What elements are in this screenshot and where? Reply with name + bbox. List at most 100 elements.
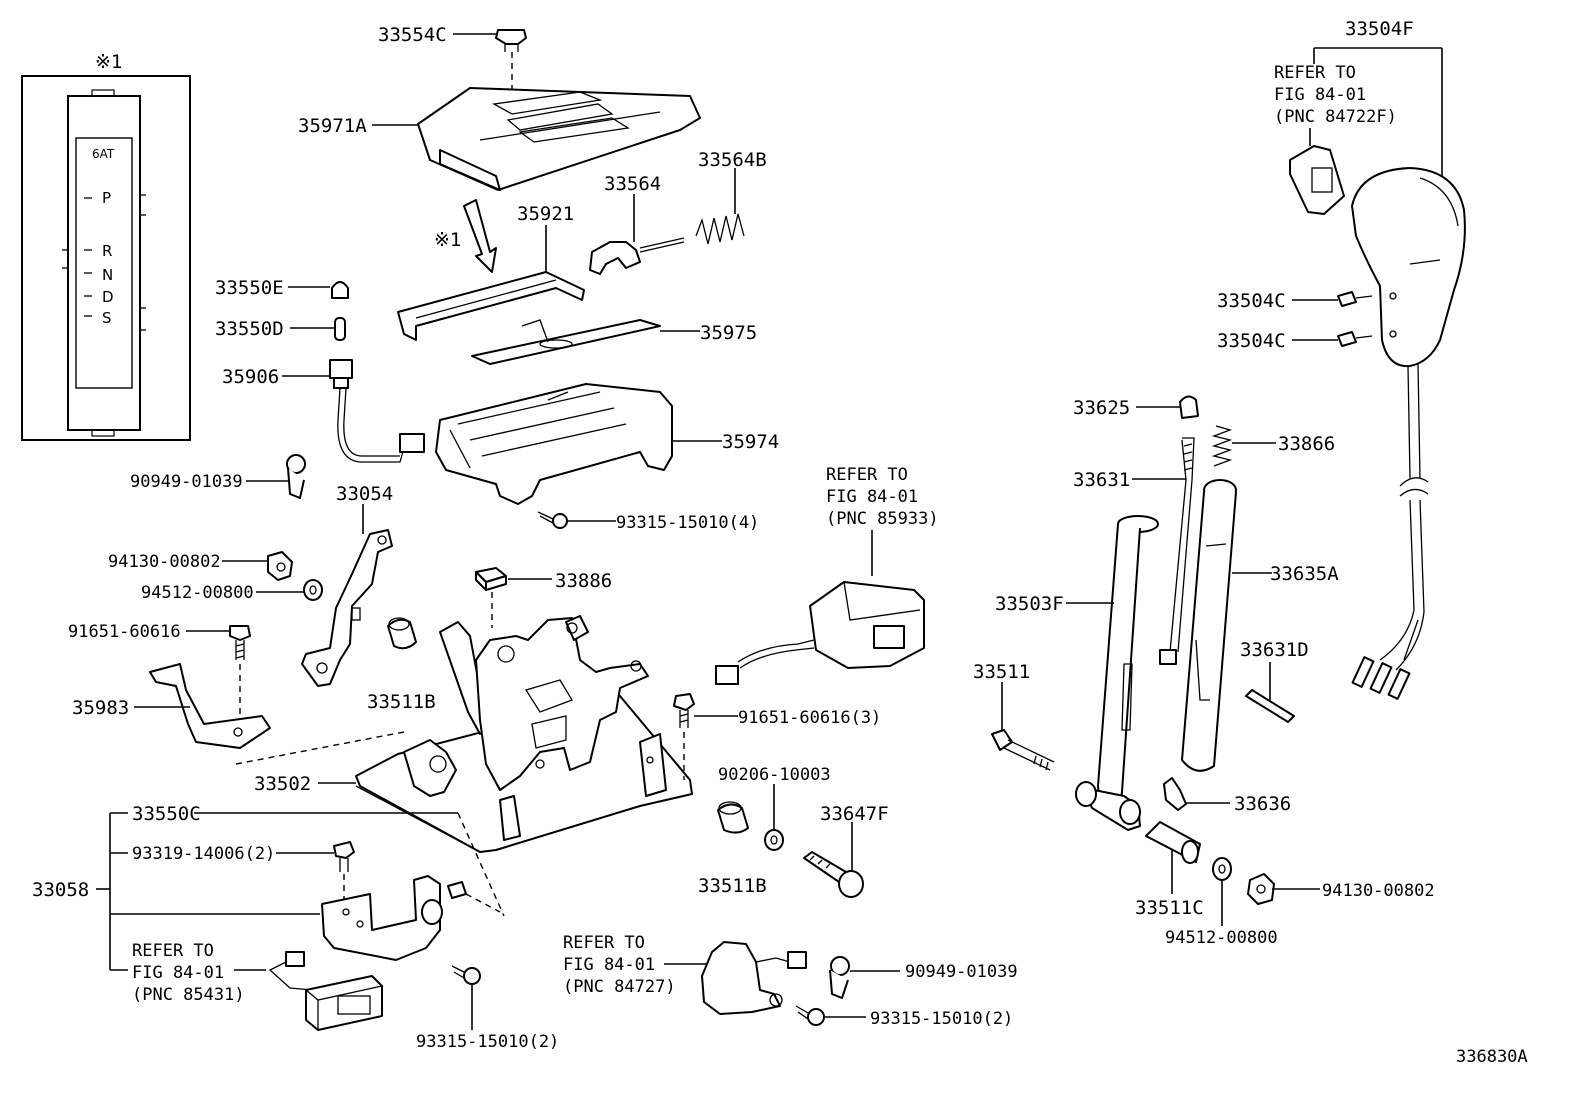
label-33554c: 33554C [378,24,447,46]
part-33503f-lever [1075,515,1159,831]
label-93315-2b: 93315-15010(2) [870,1009,1013,1029]
part-33636-clip [1163,777,1187,811]
label-35975: 35975 [700,322,757,344]
label-94130-left: 94130-00802 [108,552,221,572]
label-90949-bot: 90949-01039 [905,962,1018,982]
label-33886: 33886 [555,570,612,592]
ref-84727-line1: REFER TO [563,933,645,953]
label-33502: 33502 [254,773,311,795]
label-90206: 90206-10003 [718,765,831,785]
ref-85431-line1: REFER TO [132,941,214,961]
label-33550d: 33550D [215,318,284,340]
ref-85933-line3: (PNC 85933) [826,509,939,529]
label-33550e: 33550E [215,277,284,299]
part-35974-housing [435,383,673,505]
ref-85933-line2: FIG 84-01 [826,487,918,507]
part-ref-85933-unit [715,581,925,685]
label-33564b: 33564B [698,149,767,171]
ref-84727-line3: (PNC 84727) [563,977,676,997]
part-94512-washer-right [1212,857,1232,881]
inset-marker: ※1 [95,51,122,73]
label-33866: 33866 [1278,433,1335,455]
part-33886-block [475,567,507,628]
ref-85933-line1: REFER TO [826,465,908,485]
label-91651-left: 91651-60616 [68,622,181,642]
part-35975-slider [471,319,661,365]
inset-arrow [463,199,497,273]
part-91651-bolt-left [229,625,251,726]
part-33054-bracket [301,529,393,687]
part-33511c-collar [1145,821,1201,864]
label-35983: 35983 [72,697,129,719]
part-35971a-cover [417,87,701,191]
part-90206-washer [764,829,784,851]
ref-85431-line3: (PNC 85431) [132,985,245,1005]
part-35921-plate [397,225,585,341]
part-33511b-bushing-a [387,617,417,650]
label-33636: 33636 [1234,793,1291,815]
ref-84722f-line3: (PNC 84722F) [1274,107,1397,127]
part-33504c-screw-b [1337,331,1373,347]
gate-pos-n: N [102,266,113,284]
figure-id: 336830A [1456,1047,1528,1067]
label-33550c: 33550C [132,803,201,825]
ref-84722f-line2: FIG 84-01 [1274,85,1366,105]
part-33504f-knob [1351,167,1466,700]
gate-pos-p: P [102,189,111,207]
part-93319-screw [333,841,355,900]
part-93315-screw-c [795,1005,825,1026]
ref-84722f-line1: REFER TO [1274,63,1356,83]
label-33511: 33511 [973,661,1030,683]
part-94130-nut-left [267,551,293,581]
part-33625-cap [1179,395,1199,419]
label-33631d: 33631D [1240,639,1309,661]
ref-84727-line2: FIG 84-01 [563,955,655,975]
part-35906-socket [329,359,425,463]
part-33647f-pin [803,851,864,898]
part-33554c-clip [495,29,527,100]
label-94512-left: 94512-00800 [141,583,254,603]
gate-pos-s: S [102,309,112,327]
label-35971a: 35971A [298,115,367,137]
part-33635a-tube [1181,479,1237,772]
part-33502-base [355,615,693,853]
part-ref-85431-solenoid [268,951,383,1031]
part-33550d-bulb [334,317,346,341]
part-94130-nut-right [1247,873,1275,905]
part-35983-bracket [149,663,271,749]
label-33503f: 33503F [995,593,1064,615]
label-33647f: 33647F [820,803,889,825]
label-33058: 33058 [32,879,89,901]
label-94512-right: 94512-00800 [1165,928,1278,948]
label-90949-top: 90949-01039 [130,472,243,492]
ref-85431-line2: FIG 84-01 [132,963,224,983]
label-35974: 35974 [722,431,779,453]
label-33511c: 33511C [1135,897,1204,919]
label-33564: 33564 [604,173,661,195]
part-33564-pin [589,237,685,275]
part-93315-screw-b [451,965,481,985]
part-33866-spring [1211,425,1233,467]
gate-title: 6AT [92,147,115,161]
inset-panel: ※1 6AT P R N D S [21,51,191,441]
label-33504c-b: 33504C [1217,330,1286,352]
part-33550e-bulb [331,281,349,299]
part-ref-84722f-switch [1289,145,1345,215]
label-35906: 35906 [222,366,279,388]
part-33511-bolt [991,729,1055,771]
label-33511b-b: 33511B [698,875,767,897]
part-33058-solenoid-bracket [321,875,501,961]
part-90949-clamp-top [286,454,306,499]
part-ref-84727-unit [701,941,807,1015]
label-33054: 33054 [336,483,393,505]
label-93315-2a: 93315-15010(2) [416,1032,559,1052]
label-94130-right: 94130-00802 [1322,881,1435,901]
part-90949-clamp-bot [829,956,850,999]
arrow-marker: ※1 [434,229,461,251]
gate-pos-r: R [102,242,112,260]
part-93315-screw-a [537,511,568,529]
label-93315-4: 93315-15010(4) [616,513,759,533]
label-33631: 33631 [1073,469,1130,491]
part-33564b-spring [695,213,745,245]
label-93319: 93319-14006(2) [132,844,275,864]
